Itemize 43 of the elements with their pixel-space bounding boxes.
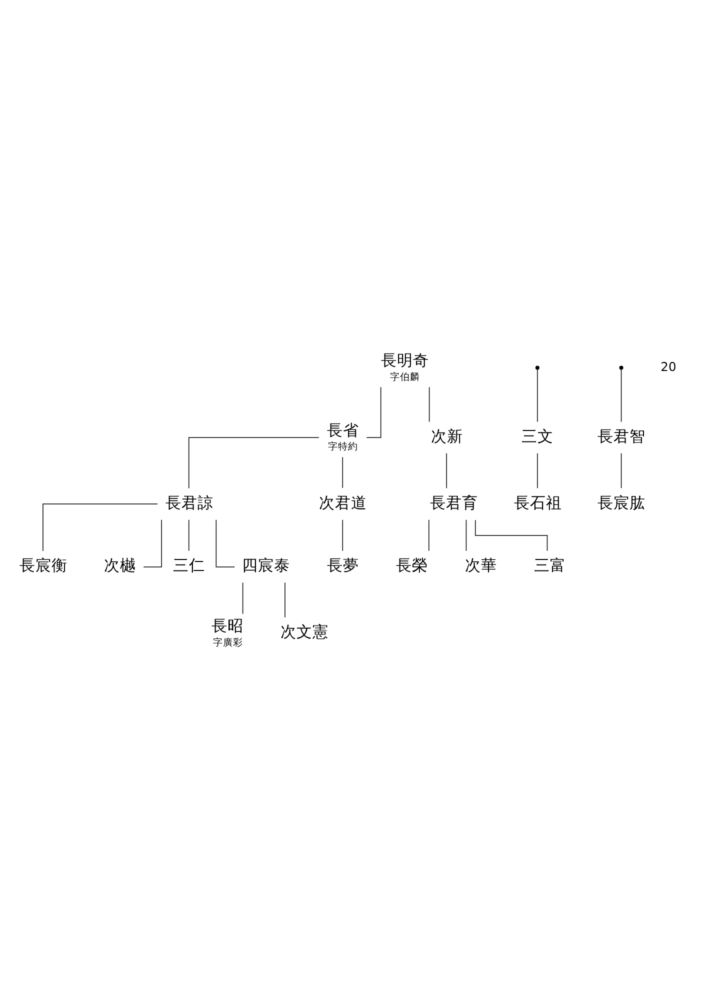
node-text: 長夢: [326, 555, 359, 574]
connector: [620, 452, 622, 488]
connector: [474, 519, 548, 551]
node-text: 三仁: [173, 555, 206, 574]
node-text: 次華: [464, 555, 497, 574]
connector: [446, 452, 447, 488]
connector: [536, 452, 538, 488]
node-text: 四宸泰: [242, 555, 290, 574]
connector: [242, 582, 244, 614]
node-text: 長宸衡: [19, 555, 68, 574]
node-text: 長宸肱: [598, 492, 646, 512]
node-label: 字特約: [328, 441, 358, 452]
node-text: 長省: [326, 420, 359, 439]
node-text: 長昭: [212, 616, 244, 635]
connector: [620, 368, 622, 422]
label: 20: [660, 359, 676, 374]
node-text: 三文: [522, 426, 554, 445]
node-text: 次樾: [104, 555, 136, 574]
connector: [466, 518, 467, 551]
connector: [342, 518, 344, 551]
node-text: 長石祖: [514, 492, 562, 512]
node-label: 字伯麟: [390, 371, 420, 382]
node-text: 三富: [534, 555, 566, 574]
node-label: 字廣彩: [212, 636, 243, 648]
connector: [143, 518, 162, 567]
connector: [42, 503, 158, 551]
connector: [342, 456, 344, 488]
connector: [366, 386, 382, 438]
connector: [536, 368, 538, 422]
node-text: 次君道: [319, 492, 368, 512]
node-text: 長君諒: [165, 492, 214, 512]
connector: [284, 582, 286, 618]
node-text: 長君育: [430, 492, 478, 512]
node-text: 長君智: [598, 426, 646, 445]
node-text: 次文憲: [280, 622, 329, 641]
connector: [188, 518, 190, 551]
connector: [188, 436, 320, 488]
connector: [216, 518, 236, 567]
node-text: 長榮: [396, 555, 428, 574]
connector: [428, 386, 430, 422]
node-text: 次新: [430, 426, 463, 445]
node-text: 長明奇: [381, 350, 430, 369]
connector: [428, 518, 430, 551]
